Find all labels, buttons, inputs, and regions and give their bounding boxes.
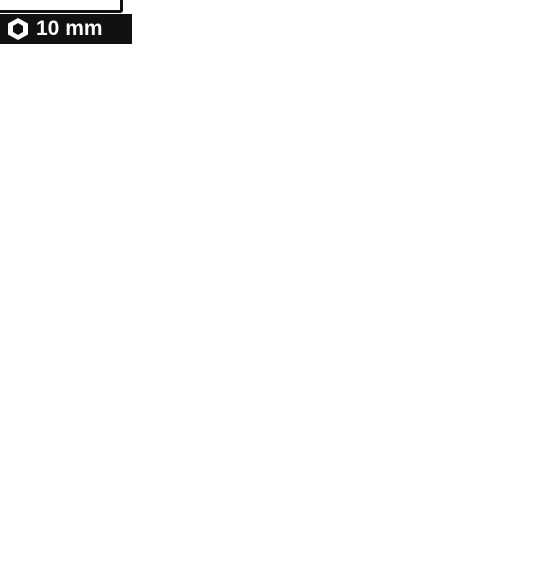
tool-box-outline	[0, 0, 123, 13]
detail-magnified-view	[101, 251, 419, 569]
detail-side-view	[395, 347, 541, 493]
hex-socket-icon	[8, 18, 28, 40]
screw-lower	[227, 475, 286, 497]
clamp-left	[37, 121, 116, 173]
clamp-right	[355, 35, 431, 85]
screw-upper	[227, 405, 286, 425]
tool-size-badge: 10 mm	[0, 14, 132, 44]
tool-size-label: 10 mm	[36, 17, 103, 40]
